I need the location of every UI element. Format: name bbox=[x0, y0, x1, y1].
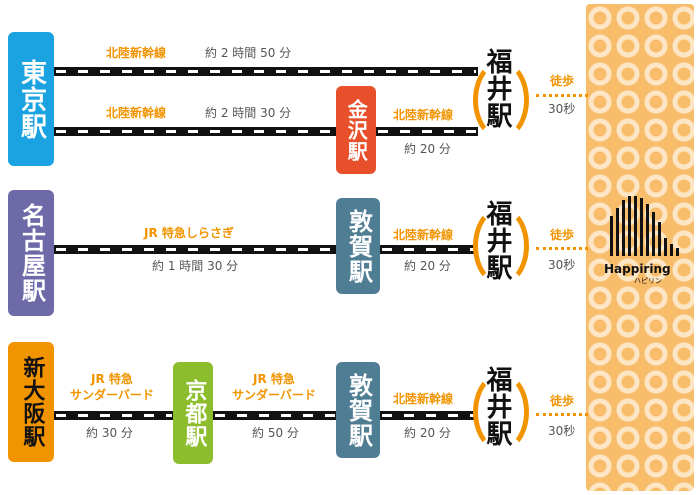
via-tsuruga: 敦賀駅 bbox=[336, 198, 380, 294]
walk-label: 徒歩 bbox=[550, 74, 575, 88]
origin-nagoya: 名古屋駅 bbox=[8, 190, 54, 316]
fukui-bracket bbox=[473, 372, 529, 452]
logo-bars-icon bbox=[604, 196, 684, 256]
happiring-logo: Happiring ハピリン bbox=[604, 196, 684, 296]
dest-fukui: 福井駅 bbox=[482, 48, 513, 129]
time-label: 約 20 分 bbox=[404, 142, 451, 156]
fukui-bracket bbox=[473, 60, 529, 140]
logo-name: Happiring bbox=[604, 262, 671, 276]
walk-time: 30秒 bbox=[548, 258, 576, 272]
line-label: 北陸新幹線 bbox=[106, 106, 167, 120]
rail-shinosaka-kyoto bbox=[54, 411, 174, 420]
rail-tsuruga-fukui bbox=[380, 411, 478, 420]
line-label: JR 特急しらさぎ bbox=[144, 226, 234, 240]
walk-time: 30秒 bbox=[548, 424, 576, 438]
rail-tokyo-fukui bbox=[54, 67, 478, 76]
dest-fukui: 福井駅 bbox=[482, 366, 513, 447]
rail-kanazawa-fukui bbox=[376, 127, 478, 136]
time-label: 約 20 分 bbox=[404, 259, 451, 273]
line-label: 北陸新幹線 bbox=[393, 392, 454, 406]
walk-label: 徒歩 bbox=[550, 228, 575, 242]
time-label: 約 30 分 bbox=[86, 426, 133, 440]
dest-fukui: 福井駅 bbox=[482, 200, 513, 281]
line-label: 北陸新幹線 bbox=[393, 228, 454, 242]
line-label: JR 特急 サンダーバード bbox=[70, 372, 154, 402]
via-kyoto: 京都駅 bbox=[173, 362, 213, 464]
walk-line bbox=[536, 413, 588, 416]
line-label: 北陸新幹線 bbox=[393, 108, 454, 122]
time-label: 約 20 分 bbox=[404, 426, 451, 440]
via-tsuruga: 敦賀駅 bbox=[336, 362, 380, 458]
time-label: 約 2 時間 50 分 bbox=[205, 46, 292, 60]
fukui-bracket bbox=[473, 206, 529, 286]
line-label: JR 特急 サンダーバード bbox=[232, 372, 316, 402]
via-kanazawa: 金沢駅 bbox=[336, 86, 376, 174]
time-label: 約 2 時間 30 分 bbox=[205, 106, 292, 120]
walk-line bbox=[536, 247, 588, 250]
line-label: 北陸新幹線 bbox=[106, 46, 167, 60]
walk-time: 30秒 bbox=[548, 102, 576, 116]
walk-line bbox=[536, 94, 588, 97]
rail-kyoto-tsuruga bbox=[213, 411, 337, 420]
time-label: 約 1 時間 30 分 bbox=[152, 259, 239, 273]
walk-label: 徒歩 bbox=[550, 394, 575, 408]
rail-nagoya-tsuruga bbox=[54, 245, 337, 254]
rail-tsuruga-fukui bbox=[380, 245, 478, 254]
origin-tokyo: 東京駅 bbox=[8, 32, 54, 166]
time-label: 約 50 分 bbox=[252, 426, 299, 440]
origin-shinosaka: 新大阪駅 bbox=[8, 342, 54, 462]
rail-tokyo-kanazawa bbox=[54, 127, 337, 136]
logo-subname: ハピリン bbox=[634, 277, 662, 285]
